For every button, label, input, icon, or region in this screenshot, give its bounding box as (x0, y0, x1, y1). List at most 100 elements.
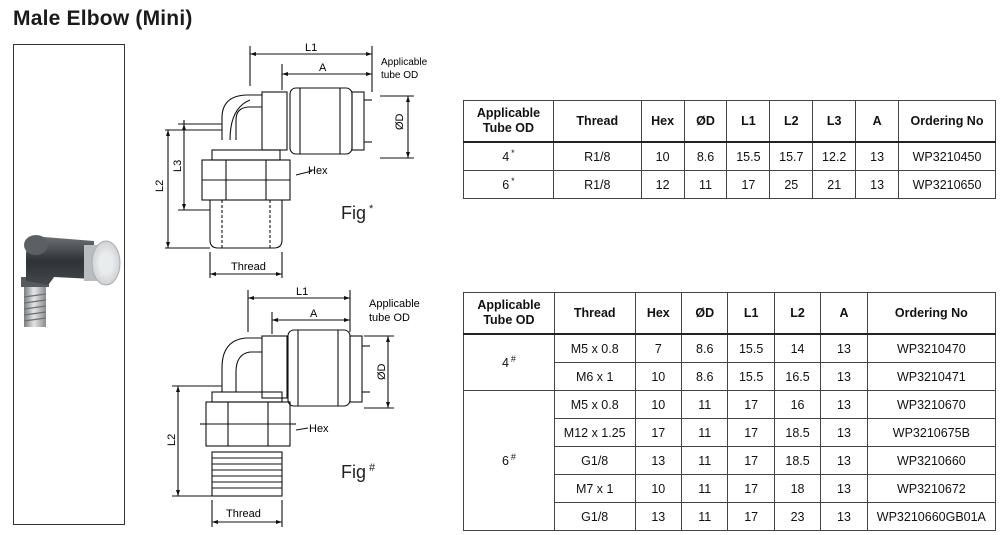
table-row: G1/8 13 11 17 23 13 WP3210660GB01A (464, 502, 997, 531)
cell-od: 11 (681, 502, 729, 531)
cell-ordering-no: WP3210450 (898, 141, 996, 171)
cell-thread: M6 x 1 (553, 362, 636, 391)
header-ordering-no: Ordering No (898, 100, 996, 143)
cell-l1: 17 (727, 418, 775, 447)
od-label-line1: Applicable (381, 57, 428, 68)
product-photo (21, 235, 121, 327)
dim-l3-label: L3 (172, 160, 184, 172)
cell-a: 13 (820, 362, 868, 391)
cell-a: 13 (820, 446, 868, 475)
cell-ordering-no: WP3210471 (866, 362, 997, 391)
cell-a: 13 (820, 474, 868, 503)
table-header-row: Applicable Tube OD Thread Hex ØD L1 L2 A… (463, 292, 997, 335)
cell-tube-od: 6# (463, 390, 555, 531)
header-thread: Thread (553, 292, 636, 335)
table-row: 6* R1/8 12 11 17 25 21 13 WP3210650 (463, 170, 996, 199)
cell-l1: 17 (727, 446, 775, 475)
header-ordering-no: Ordering No (866, 292, 997, 335)
dim-od-label-2: ØD (376, 363, 388, 380)
od-label-line2: tube OD (381, 70, 418, 81)
cell-l1: 15.5 (727, 333, 775, 363)
dim-od-label: ØD (394, 113, 406, 130)
cell-l2: 23 (773, 502, 822, 531)
cell-hex: 12 (640, 170, 685, 199)
cell-l1: 17 (727, 474, 775, 503)
cell-ordering-no: WP3210470 (866, 333, 997, 363)
cell-l2: 25 (769, 170, 814, 199)
dim-l1-label: L1 (305, 42, 317, 54)
cell-l1: 17 (727, 390, 775, 419)
dim-hex-label: Hex (308, 165, 328, 177)
cell-od: 11 (681, 390, 729, 419)
od-label-line1-2: Applicable (369, 298, 420, 310)
cell-thread: M5 x 0.8 (553, 390, 636, 419)
header-tube-od: Applicable Tube OD (463, 292, 555, 335)
table-row: 4* R1/8 10 8.6 15.5 15.7 12.2 13 WP32104… (463, 141, 996, 171)
cell-od: 8.6 (683, 141, 728, 171)
header-l2: L2 (769, 100, 814, 143)
header-l2: L2 (773, 292, 822, 335)
cell-ordering-no: WP3210650 (898, 170, 996, 199)
dim-l2-label: L2 (154, 180, 166, 192)
drawing-fig-star: L1 A Applicable tube OD ØD L2 L3 Hex Thr… (154, 42, 428, 278)
table-row: M6 x 1 10 8.6 15.5 16.5 13 WP3210471 (464, 362, 997, 391)
dim-hex-label-2: Hex (309, 423, 329, 435)
cell-a: 13 (855, 170, 900, 199)
header-a: A (855, 100, 900, 143)
cell-hex: 10 (634, 474, 683, 503)
cell-hex: 13 (634, 446, 683, 475)
dim-l2-label-2: L2 (166, 434, 178, 446)
table-row: 4# M5 x 0.8 7 8.6 15.5 14 13 WP3210470 (463, 333, 997, 391)
header-tube-od: Applicable Tube OD (463, 100, 554, 143)
table-row: G1/8 13 11 17 18.5 13 WP3210660 (464, 446, 997, 475)
cell-tube-od: 4# (463, 333, 555, 391)
cell-l1: 17 (727, 502, 775, 531)
cell-ordering-no: WP3210672 (866, 474, 997, 503)
table-header-row: Applicable Tube OD Thread Hex ØD L1 L2 L… (463, 100, 996, 143)
cell-thread: M12 x 1.25 (553, 418, 636, 447)
cell-thread: G1/8 (553, 502, 636, 531)
cell-l2: 18.5 (773, 446, 822, 475)
cell-hex: 10 (634, 390, 683, 419)
header-hex: Hex (634, 292, 683, 335)
od-label-line2-2: tube OD (369, 312, 410, 324)
cell-od: 11 (681, 418, 729, 447)
cell-l2: 16.5 (773, 362, 822, 391)
cell-l2: 14 (773, 333, 822, 363)
table-row: 6# M5 x 0.8 10 11 17 16 13 WP3210670 (463, 390, 997, 531)
cell-l2: 18 (773, 474, 822, 503)
cell-thread: M7 x 1 (553, 474, 636, 503)
header-thread: Thread (552, 100, 642, 143)
cell-l2: 18.5 (773, 418, 822, 447)
spec-table-fig-hash: Applicable Tube OD Thread Hex ØD L1 L2 A… (463, 292, 997, 531)
cell-hex: 7 (634, 333, 683, 363)
cell-a: 13 (820, 502, 868, 531)
cell-hex: 17 (634, 418, 683, 447)
header-od: ØD (681, 292, 729, 335)
header-od: ØD (683, 100, 728, 143)
cell-hex: 10 (640, 141, 685, 171)
fig-star-label: Fig* (341, 203, 374, 223)
cell-ordering-no: WP3210660 (866, 446, 997, 475)
fig-hash-label: Fig# (341, 462, 376, 482)
cell-od: 11 (681, 446, 729, 475)
cell-tube-od: 6* (463, 170, 554, 199)
cell-thread: M5 x 0.8 (553, 333, 636, 363)
page-title: Male Elbow (Mini) (13, 7, 193, 30)
header-l1: L1 (727, 292, 775, 335)
cell-a: 13 (820, 333, 868, 363)
cell-od: 11 (683, 170, 728, 199)
dim-thread-label: Thread (231, 261, 266, 273)
cell-a: 13 (820, 418, 868, 447)
cell-l1: 15.5 (726, 141, 771, 171)
cell-a: 13 (855, 141, 900, 171)
header-l1: L1 (726, 100, 771, 143)
cell-thread: G1/8 (553, 446, 636, 475)
cell-od: 8.6 (681, 333, 729, 363)
dim-a-label-2: A (310, 308, 318, 320)
spec-table-fig-star: Applicable Tube OD Thread Hex ØD L1 L2 L… (463, 100, 996, 199)
dim-a-label: A (319, 62, 327, 74)
header-l3: L3 (812, 100, 857, 143)
drawing-fig-hash: L1 A Applicable tube OD ØD L2 Hex Thread (166, 286, 420, 527)
cell-hex: 10 (634, 362, 683, 391)
